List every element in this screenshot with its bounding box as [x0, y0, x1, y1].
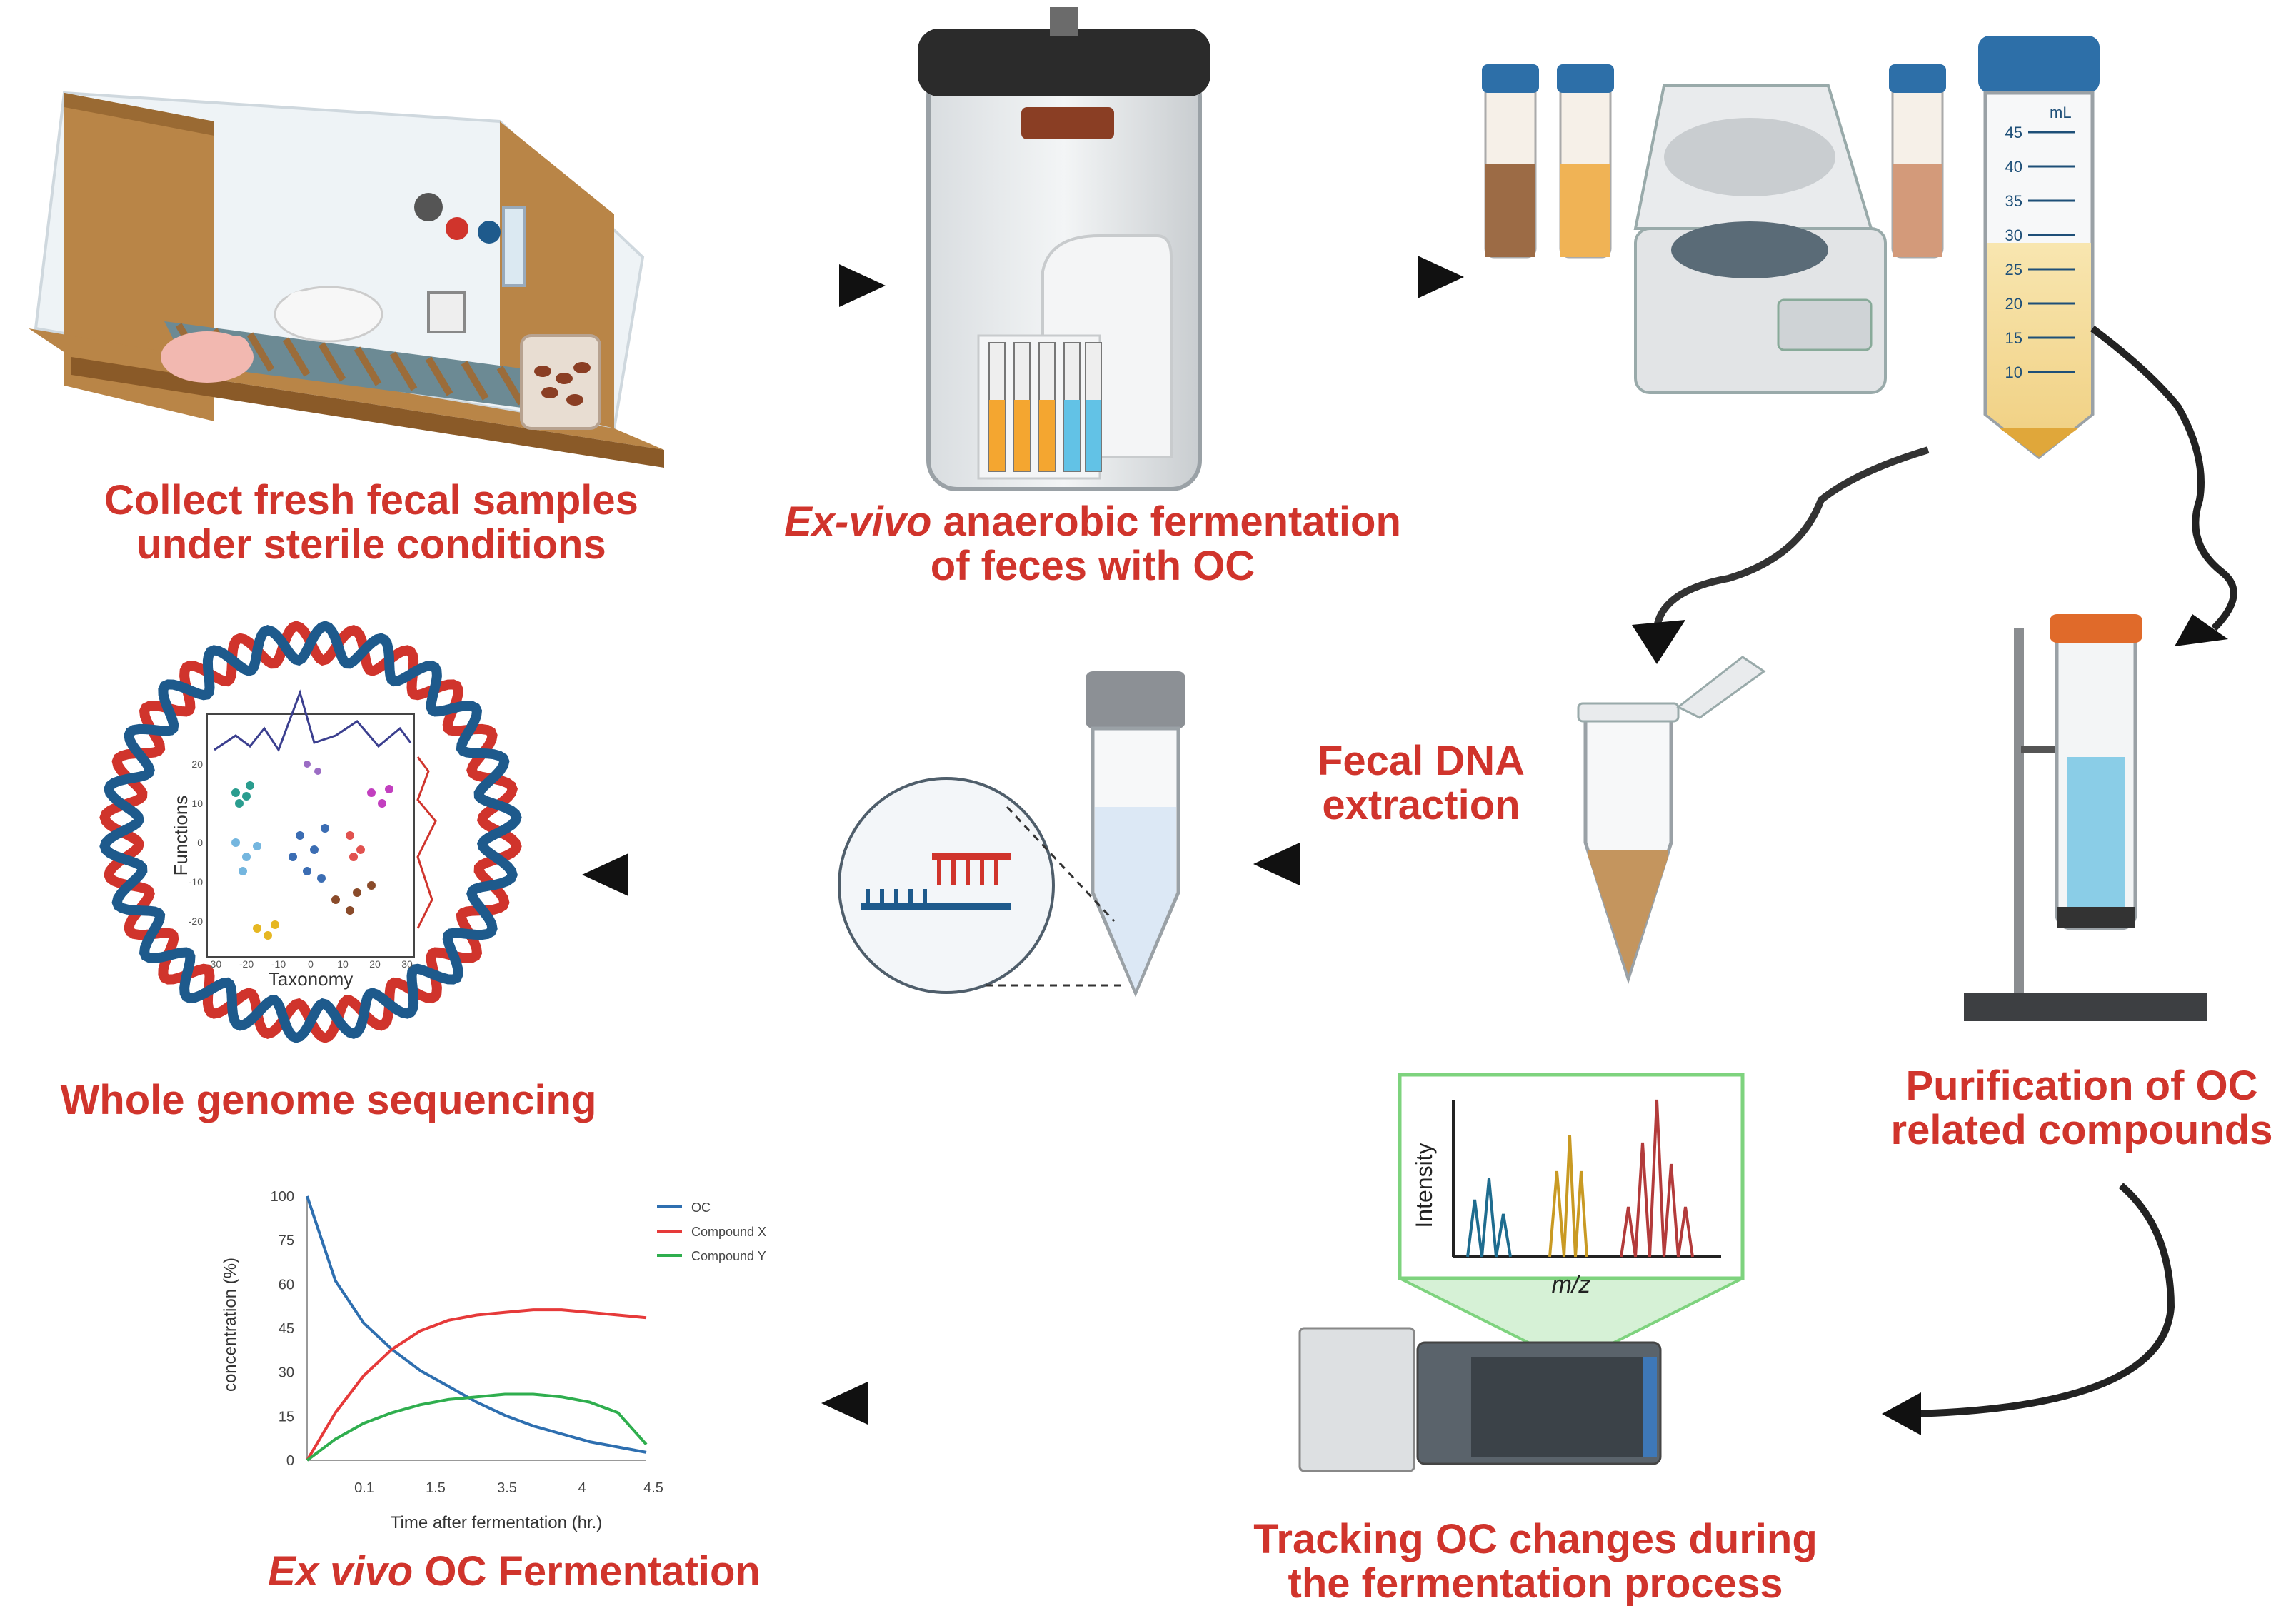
arrow-cage-to-jar — [650, 264, 886, 307]
wgs-xtick-label: 0 — [308, 958, 314, 970]
chart-series-line — [306, 1308, 647, 1462]
caption-tracking: Tracking OC changes during the fermentat… — [1185, 1517, 1885, 1606]
caption-exvivo-line: Ex vivo OC Fermentation — [214, 1550, 814, 1594]
caption-fermentation-italic: Ex-vivo — [784, 498, 932, 545]
arrow-column-to-ms — [1882, 1183, 2175, 1435]
caption-collect-samples: Collect fresh fecal samples under steril… — [43, 478, 700, 567]
caption-fermentation-line2: of feces with OC — [930, 543, 1255, 589]
wgs-plot-xlabel: Taxonomy — [269, 968, 354, 990]
caption-fermentation: Ex-vivo anaerobic fermentation of feces … — [728, 500, 1457, 588]
anaerobic-jar-icon — [918, 7, 1210, 491]
workflow-arrows — [582, 256, 2237, 1435]
caption-purification-line1: Purification of OC — [1905, 1063, 2258, 1109]
tube-tick-label: 25 — [2005, 261, 2022, 278]
wgs-ytick-label: 20 — [191, 758, 203, 770]
chart-ylabel: concentration (%) — [221, 1258, 240, 1392]
caption-exvivo-rest: OC Fermentation — [413, 1548, 761, 1595]
chart-ytick-label: 45 — [279, 1321, 294, 1337]
tube-tick-label: 10 — [2005, 363, 2022, 381]
tube-tick-label: 40 — [2005, 158, 2022, 176]
wgs-xtick-label: -30 — [207, 958, 221, 970]
tube-tick-label: 20 — [2005, 295, 2022, 313]
caption-dna-line1: Fecal DNA — [1317, 738, 1525, 784]
caption-tracking-line2: the fermentation process — [1288, 1560, 1783, 1607]
chart-ytick-label: 100 — [271, 1189, 294, 1205]
fermentation-chart: 0 15 30 45 60 75 100 0.1 1.5 3.5 4 4.5 OC Compound X… — [221, 1189, 766, 1532]
caption-fermentation-rest: anaerobic fermentation — [931, 498, 1401, 545]
caption-wgs-line: Whole genome sequencing — [60, 1077, 597, 1123]
chart-xtick-label: 3.5 — [497, 1480, 517, 1496]
caption-purification: Purification of OC related compounds — [1871, 1064, 2292, 1153]
chart-ytick-label: 30 — [279, 1365, 294, 1381]
caption-purification-line2: related compounds — [1890, 1107, 2273, 1153]
wgs-xtick-label: 20 — [369, 958, 381, 970]
dna-strand-blue — [99, 621, 522, 1043]
caption-exvivo-italic: Ex vivo — [268, 1548, 413, 1595]
chart-xtick-label: 0.1 — [354, 1480, 374, 1496]
wgs-plot-ylabel: Functions — [170, 796, 191, 876]
tube-tick-label: 35 — [2005, 192, 2022, 210]
dna-tube-icon — [838, 671, 1185, 998]
wgs-xtick-label: 30 — [401, 958, 413, 970]
arrow-eppendorf-to-dnatube — [1253, 843, 1571, 885]
chart-xlabel: Time after fermentation (hr.) — [391, 1513, 603, 1532]
mouse-cage-icon — [29, 91, 664, 468]
chart-ytick-label: 60 — [279, 1277, 294, 1293]
wgs-xtick-label: -20 — [239, 958, 254, 970]
chart-series-line — [306, 1195, 647, 1454]
caption-exvivo: Ex vivo OC Fermentation — [214, 1550, 814, 1594]
genome-sequencing-figure: Taxonomy Functions 20 10 0 -10 -20 -30 -20 -10… — [99, 621, 522, 1043]
eppendorf-tube-icon — [1577, 656, 1766, 985]
chart-legend-label: Compound Y — [691, 1249, 766, 1263]
caption-tracking-line1: Tracking OC changes during — [1253, 1516, 1818, 1562]
chart-ytick-label: 15 — [279, 1409, 294, 1425]
centrifuge-icon — [1482, 64, 1946, 394]
wgs-xtick-label: -10 — [271, 958, 286, 970]
wgs-xtick-label: 10 — [337, 958, 349, 970]
ms-plot-ylabel: Intensity — [1411, 1143, 1437, 1228]
caption-collect-line2: under sterile conditions — [136, 521, 606, 568]
chart-xtick-label: 4.5 — [643, 1480, 663, 1496]
caption-collect-line1: Collect fresh fecal samples — [104, 477, 638, 523]
arrow-tube-to-eppendorf — [1632, 446, 1930, 664]
graduated-tube-icon: mL 45 40 35 30 25 20 15 10 — [1978, 36, 2100, 460]
arrow-ms-to-chart — [821, 1382, 1214, 1425]
tube-tick-label: 45 — [2005, 124, 2022, 141]
tube-tick-label: 30 — [2005, 226, 2022, 244]
arrow-dnatube-to-wgs — [582, 853, 800, 896]
caption-dna-line2: extraction — [1322, 782, 1520, 828]
chart-xtick-label: 1.5 — [426, 1480, 446, 1496]
chart-legend-label: Compound X — [691, 1225, 766, 1239]
wgs-ytick-label: -20 — [189, 915, 203, 927]
wgs-ytick-label: -10 — [189, 876, 203, 888]
wgs-ytick-label: 10 — [191, 798, 203, 809]
caption-fermentation-line1: Ex-vivo anaerobic fermentation — [728, 500, 1457, 544]
wgs-ytick-label: 0 — [197, 837, 203, 848]
chart-ytick-label: 0 — [286, 1453, 294, 1469]
chromatography-column-icon — [1964, 614, 2207, 1021]
ms-plot-xlabel: m/z — [1552, 1271, 1591, 1298]
mass-spectrometer-icon: Intensity m/z — [1298, 1073, 1745, 1472]
arrow-jar-to-centrifuge — [1218, 256, 1464, 298]
tube-unit-label: mL — [2050, 104, 2072, 121]
chart-ytick-label: 75 — [279, 1233, 294, 1249]
caption-wgs: Whole genome sequencing — [29, 1078, 628, 1123]
chart-xtick-label: 4 — [578, 1480, 586, 1496]
arrow-tube-to-column — [2090, 326, 2237, 646]
tube-tick-label: 15 — [2005, 329, 2022, 347]
chart-legend-label: OC — [691, 1200, 711, 1215]
chart-series-line — [306, 1392, 648, 1462]
caption-dna-extraction: Fecal DNA extraction — [1271, 739, 1571, 828]
